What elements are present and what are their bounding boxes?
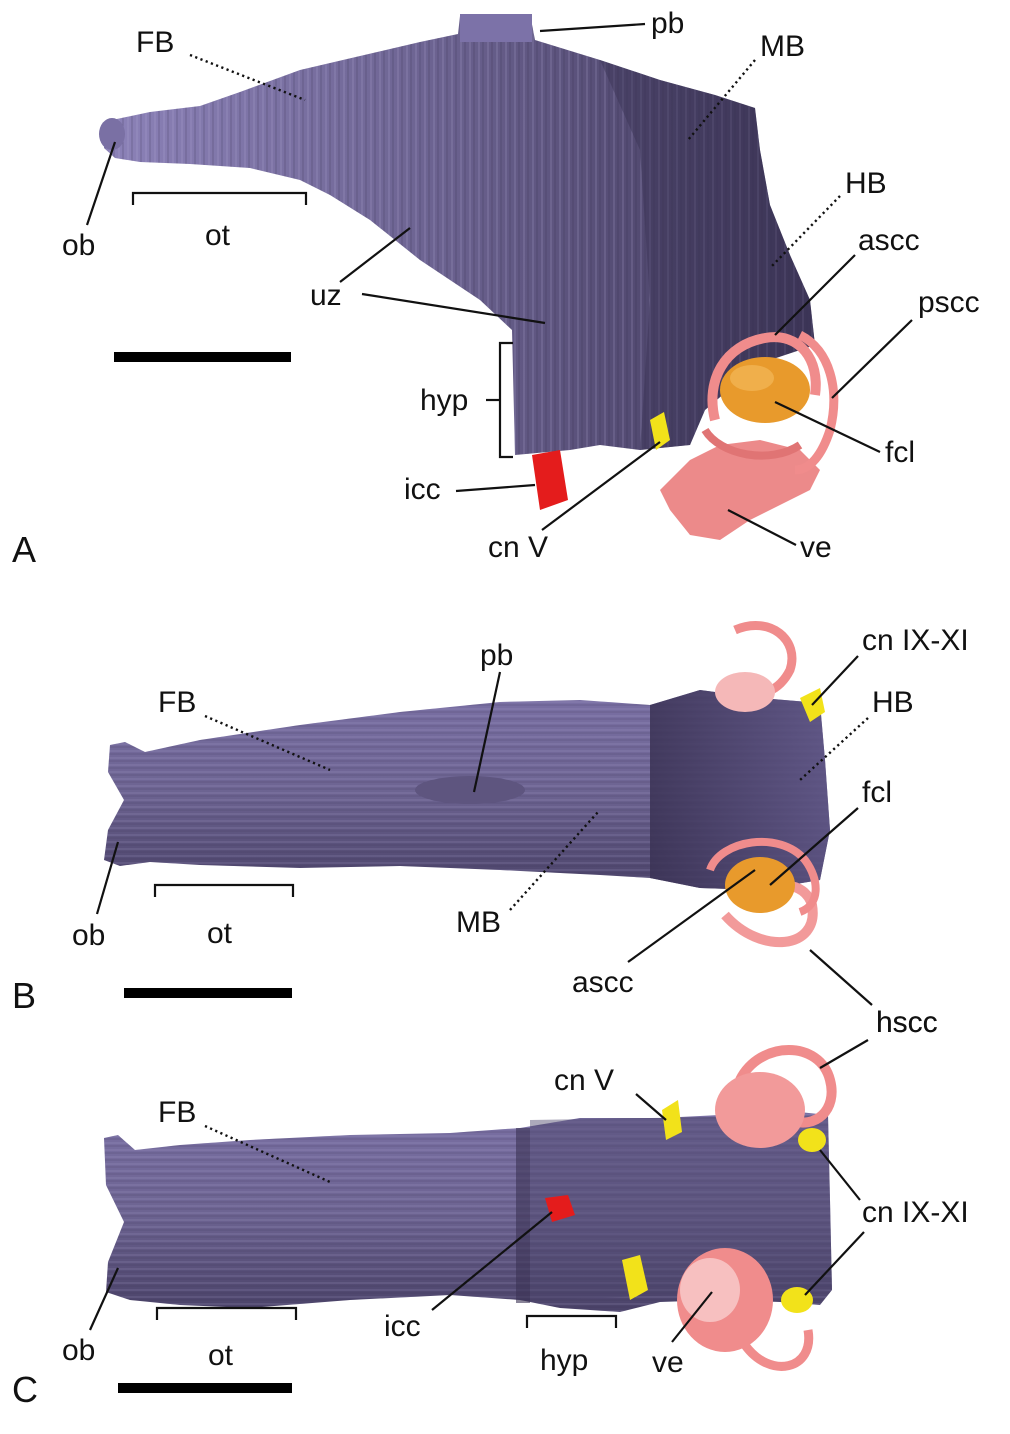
label-hscc-c: hscc [876, 1006, 938, 1039]
panel-a: pb FB MB HB ascc pscc ob ot uz hyp fcl i… [12, 7, 980, 570]
label-fcl-b: fcl [862, 776, 892, 809]
scale-bar-b [124, 988, 292, 998]
vestibule-upper-b [715, 672, 775, 712]
olfactory-bulb-a [99, 118, 125, 150]
vestibule-upper-c [715, 1072, 805, 1148]
label-ob-b: ob [72, 919, 105, 952]
label-hyp-a: hyp [420, 384, 468, 417]
leader-ob-a [87, 142, 115, 225]
pineal-body-a [460, 14, 532, 42]
leader-uz-a-1 [340, 228, 410, 282]
scale-bar-c [118, 1383, 292, 1393]
label-ob-a: ob [62, 229, 95, 262]
label-fb-b: FB [158, 686, 196, 719]
vestibule-lower-highlight-c [680, 1258, 740, 1322]
cn-ix-xi-c-1 [798, 1128, 826, 1152]
label-hb-a: HB [845, 167, 887, 200]
carotid-a [532, 450, 568, 510]
leader-hscc-b [810, 950, 872, 1005]
leader-cnv-c [636, 1094, 666, 1120]
label-cnv-c: cn V [554, 1064, 614, 1097]
label-mb-b: MB [456, 906, 501, 939]
label-icc-a: icc [404, 473, 441, 506]
label-ot-b: ot [207, 917, 233, 950]
label-ob-c: ob [62, 1334, 95, 1367]
bracket-ot-c [157, 1308, 296, 1320]
bracket-hyp-a [500, 343, 513, 457]
bracket-hyp-c [527, 1316, 616, 1328]
leader-hscc-c [820, 1040, 868, 1068]
panel-letter-b: B [12, 975, 36, 1016]
label-hyp-c: hyp [540, 1344, 588, 1377]
label-ot-a: ot [205, 219, 231, 252]
leader-pscc-a [832, 320, 912, 398]
label-ascc-a: ascc [858, 224, 920, 257]
panel-c: hscc cn V FB cn IX-XI ob ot icc hyp ve C [12, 1006, 969, 1410]
label-uz-a: uz [310, 279, 342, 312]
label-cnix-c: cn IX-XI [862, 1196, 969, 1229]
label-fb-a: FB [136, 26, 174, 59]
panel-letter-c: C [12, 1369, 38, 1410]
leader-pb-a [540, 24, 645, 31]
label-cnix-b: cn IX-XI [862, 624, 969, 657]
panel-letter-a: A [12, 529, 36, 570]
label-ascc-b: ascc [572, 966, 634, 999]
label-pb-b: pb [480, 639, 513, 672]
bracket-ot-b [155, 885, 293, 897]
label-fcl-a: fcl [885, 436, 915, 469]
label-ve-a: ve [800, 531, 832, 564]
floccular-lobe-highlight-a [730, 365, 774, 391]
label-icc-c: icc [384, 1310, 421, 1343]
leader-icc-a [456, 485, 535, 491]
bracket-ot-a [133, 193, 306, 205]
pineal-ridge-b [415, 776, 525, 804]
label-ot-c: ot [208, 1339, 234, 1372]
label-cnv-a: cn V [488, 531, 548, 564]
label-pscc-a: pscc [918, 286, 980, 319]
label-hb-b: HB [872, 686, 914, 719]
hypophysis-band-c [516, 1128, 530, 1303]
scale-bar-a [114, 352, 291, 362]
label-pb-a: pb [651, 7, 684, 40]
panel-b: pb cn IX-XI FB HB fcl ob ot MB ascc hscc… [12, 624, 969, 1039]
ventral-shadow-c [530, 1115, 832, 1300]
label-mb-a: MB [760, 30, 805, 63]
leader-cnix-b [812, 656, 858, 705]
leader-ob-c [90, 1268, 118, 1330]
label-ve-c: ve [652, 1346, 684, 1379]
label-fb-c: FB [158, 1096, 196, 1129]
